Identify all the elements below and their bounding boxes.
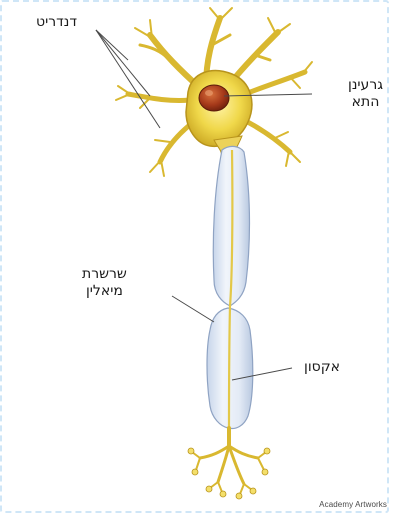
nucleus	[199, 85, 229, 111]
nucleolus	[205, 90, 213, 96]
credit-text: Academy Artworks	[319, 500, 387, 509]
label-myelin-line1: שרשרת	[82, 266, 127, 283]
label-myelin: שרשרת מיאלין	[80, 266, 129, 300]
label-nucleus: גרעינן התא	[346, 77, 385, 111]
label-nucleus-line2: התא	[348, 94, 383, 111]
label-nucleus-line1: גרעינן	[348, 77, 383, 94]
label-myelin-line2: מיאלין	[82, 283, 127, 300]
label-axon: אקסון	[302, 359, 342, 376]
synaptic-knobs	[188, 448, 270, 499]
label-dendrite: דנדריט	[34, 14, 79, 31]
axon-terminals	[192, 428, 266, 494]
